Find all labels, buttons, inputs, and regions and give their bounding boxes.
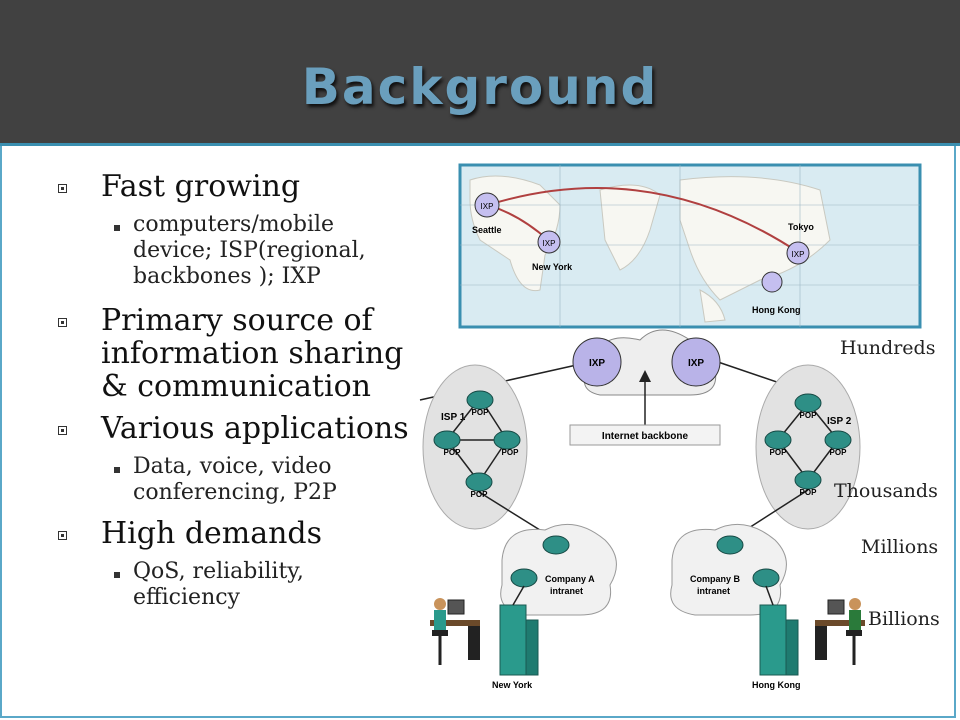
company-b-label: Company B (690, 574, 741, 584)
ixp-node-icon: IXP (572, 337, 622, 387)
ixp-node-icon: IXP (786, 241, 810, 265)
router-icon: POP (465, 472, 493, 499)
sub-bullet-line: device; ISP(regional, (133, 238, 366, 263)
svg-text:IXP: IXP (792, 250, 805, 259)
router-icon: POP (493, 430, 521, 457)
sub-bullet-marker-icon (114, 467, 120, 473)
svg-text:IXP: IXP (481, 202, 494, 211)
sub-bullet-marker-icon (114, 225, 120, 231)
world-map: IXP IXP IXP Seattle New York Tokyo Hong … (458, 163, 922, 329)
svg-text:Internet backbone: Internet backbone (602, 431, 689, 442)
isp2-label: ISP 2 (827, 416, 852, 427)
svg-text:POP: POP (502, 448, 520, 457)
svg-text:POP: POP (800, 411, 818, 420)
bullet-marker-icon (58, 426, 67, 435)
city-label-new-york: New York (492, 680, 533, 690)
scale-label-thousands: Thousands (834, 480, 938, 502)
isp1-label: ISP 1 (441, 412, 466, 423)
svg-text:POP: POP (770, 448, 788, 457)
ixp-node-icon: IXP (537, 230, 561, 254)
scale-label-billions: Billions (868, 608, 940, 630)
map-label-hong-kong: Hong Kong (752, 305, 801, 315)
bullet-various-applications: Various applications (101, 411, 409, 446)
svg-text:POP: POP (471, 490, 489, 499)
router-icon: POP (824, 430, 852, 457)
ixp-node-icon: IXP (671, 337, 721, 387)
sub-bullet-line: conferencing, P2P (133, 480, 337, 505)
svg-text:IXP: IXP (688, 358, 704, 369)
office-building-icon (499, 604, 539, 676)
user-workstation-icon (815, 598, 865, 665)
router-icon (716, 535, 744, 555)
map-label-tokyo: Tokyo (788, 222, 814, 232)
company-b-cloud (670, 523, 787, 616)
router-icon (510, 568, 538, 588)
router-icon: POP (794, 393, 822, 420)
bullet-primary-source: & communication (101, 369, 371, 404)
header-divider (0, 143, 960, 146)
slide-header (0, 0, 960, 143)
router-icon: POP (764, 430, 792, 457)
router-icon (542, 535, 570, 555)
isp2-region (755, 364, 861, 530)
company-a-label: Company A (545, 574, 595, 584)
svg-text:POP: POP (830, 448, 848, 457)
company-b-label: intranet (697, 586, 730, 596)
internet-backbone-label: Internet backbone (569, 424, 721, 446)
office-building-icon (759, 604, 799, 676)
scale-label-hundreds: Hundreds (840, 337, 936, 359)
ixp-node-icon (761, 271, 783, 293)
bullet-primary-source: information sharing (101, 336, 404, 371)
user-workstation-icon (430, 598, 480, 665)
sub-bullet-line: efficiency (133, 585, 240, 610)
sub-bullet-line: computers/mobile (133, 212, 335, 237)
router-icon: POP (794, 470, 822, 497)
svg-text:IXP: IXP (589, 358, 605, 369)
router-icon: POP (466, 390, 494, 417)
ixp-node-icon: IXP (474, 192, 500, 218)
sub-bullet-line: backbones ); IXP (133, 264, 321, 289)
bullet-primary-source: Primary source of (101, 303, 373, 338)
svg-text:POP: POP (444, 448, 462, 457)
router-icon (752, 568, 780, 588)
scale-label-millions: Millions (861, 536, 939, 558)
slide-title: Background (301, 58, 659, 116)
map-label-seattle: Seattle (472, 225, 502, 235)
map-label-new-york: New York (532, 262, 573, 272)
bullet-marker-icon (58, 318, 67, 327)
bullet-high-demands: High demands (101, 516, 323, 551)
svg-text:POP: POP (800, 488, 818, 497)
svg-text:IXP: IXP (543, 239, 556, 248)
isp1-region (422, 364, 528, 530)
content-frame (0, 146, 956, 718)
bullet-marker-icon (58, 531, 67, 540)
sub-bullet-marker-icon (114, 572, 120, 578)
bullet-fast-growing: Fast growing (101, 169, 301, 204)
svg-text:POP: POP (472, 408, 490, 417)
sub-bullet-line: QoS, reliability, (133, 559, 304, 584)
company-a-label: intranet (550, 586, 583, 596)
sub-bullet-line: Data, voice, video (133, 454, 332, 479)
router-icon: POP (433, 430, 462, 457)
bullet-marker-icon (58, 184, 67, 193)
city-label-hong-kong: Hong Kong (752, 680, 801, 690)
